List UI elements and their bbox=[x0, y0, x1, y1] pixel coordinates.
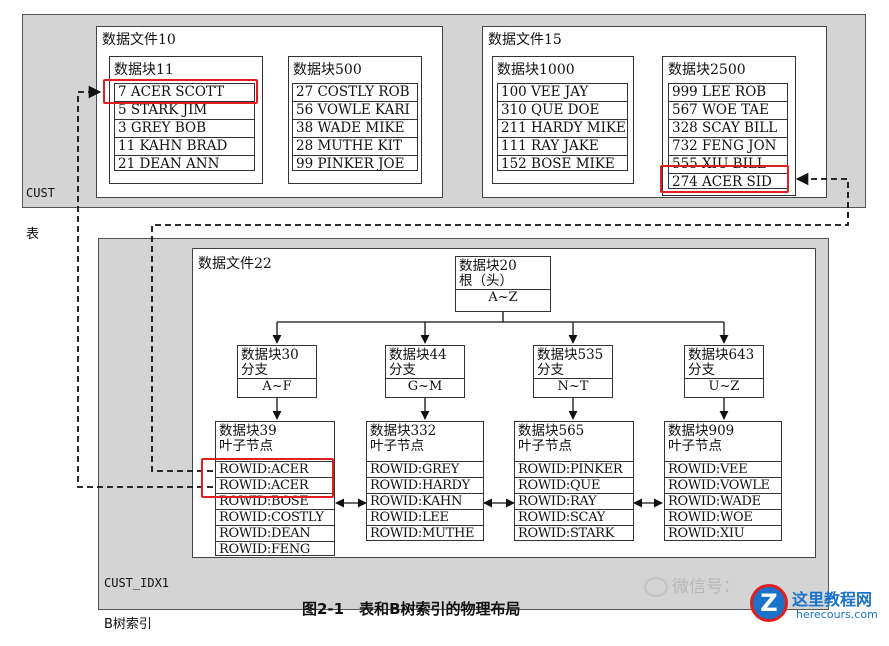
branch-node: 数据块535 分支 N~T bbox=[533, 345, 613, 398]
cust-table-label: CUST 表 bbox=[26, 186, 55, 242]
table-row: 211 HARDY MIKE bbox=[498, 120, 627, 138]
root-node-title: 数据块20 bbox=[459, 258, 517, 274]
table-row: 11 KAHN BRAD bbox=[115, 138, 254, 156]
table-row: 3 GREY BOB bbox=[115, 120, 254, 138]
data-block-2500-title: 数据块2500 bbox=[668, 62, 746, 78]
table-row: 152 BOSE MIKE bbox=[501, 156, 615, 172]
leaf-node: 数据块909 叶子节点 ROWID:VEE ROWID:VOWLE ROWID:… bbox=[664, 421, 782, 541]
list-item: ROWID:DEAN bbox=[216, 526, 334, 542]
root-node-range: A~Z bbox=[456, 289, 550, 306]
highlight-acer-rowids bbox=[201, 458, 334, 498]
logo-url: herecours.com bbox=[796, 608, 878, 621]
list-item: ROWID:RAY bbox=[515, 494, 633, 510]
list-item: ROWID:ACER bbox=[216, 462, 334, 478]
root-node-subtitle: 根（头） bbox=[459, 273, 513, 289]
branch-node: 数据块30 分支 A~F bbox=[237, 345, 317, 398]
highlight-acer-scott bbox=[103, 79, 258, 104]
site-logo: Z 这里教程网 herecours.com bbox=[748, 582, 888, 628]
list-item: ROWID:VEE bbox=[665, 462, 781, 478]
root-node: 数据块20 根（头） A~Z bbox=[455, 256, 551, 312]
table-row: 27 COSTLY ROB bbox=[293, 84, 417, 102]
leaf-node: 数据块39 叶子节点 ROWID:ACER ROWID:ACER ROWID:B… bbox=[215, 421, 335, 557]
data-block-500-rows: 27 COSTLY ROB 56 VOWLE KARI 38 WADE MIKE… bbox=[292, 83, 418, 172]
wechat-icon bbox=[644, 577, 668, 597]
table-row: 21 DEAN ANN bbox=[118, 156, 220, 172]
logo-z-icon: Z bbox=[750, 584, 788, 622]
list-item: ROWID:HARDY bbox=[367, 478, 483, 494]
list-item: ROWID:VOWLE bbox=[665, 478, 781, 494]
list-item: ROWID:SCAY bbox=[515, 510, 633, 526]
data-file-15-title: 数据文件15 bbox=[488, 32, 562, 48]
data-block-500 bbox=[288, 56, 422, 184]
data-block-500-title: 数据块500 bbox=[293, 62, 362, 78]
list-item: ROWID:ACER bbox=[216, 478, 334, 494]
table-row: 555 XIU BILL bbox=[669, 156, 787, 174]
tree-connectors bbox=[77, 85, 849, 508]
table-row: 111 RAY JAKE bbox=[498, 138, 627, 156]
table-row: 567 WOE TAE bbox=[669, 102, 787, 120]
table-row: 28 MUTHE KIT bbox=[293, 138, 417, 156]
data-block-1000-rows: 100 VEE JAY 310 QUE DOE 211 HARDY MIKE 1… bbox=[497, 83, 628, 172]
list-item: ROWID:WADE bbox=[665, 494, 781, 510]
leaf-node: 数据块565 叶子节点 ROWID:PINKER ROWID:QUE ROWID… bbox=[514, 421, 634, 541]
cust-index-label: CUST_IDX1 B树索引 bbox=[104, 576, 170, 632]
figure-caption: 图2-1 表和B树索引的物理布局 bbox=[302, 600, 521, 618]
data-block-2500-rows: 999 LEE ROB 567 WOE TAE 328 SCAY BILL 73… bbox=[668, 83, 788, 190]
list-item: ROWID:WOE bbox=[665, 510, 781, 526]
list-item: ROWID:GREY bbox=[367, 462, 483, 478]
data-block-11 bbox=[109, 56, 263, 184]
table-row: 99 PINKER JOE bbox=[296, 156, 405, 172]
list-item: ROWID:COSTLY bbox=[216, 510, 334, 526]
list-item: ROWID:MUTHE bbox=[370, 526, 475, 541]
list-item: ROWID:LEE bbox=[367, 510, 483, 526]
list-item: ROWID:PINKER bbox=[515, 462, 633, 478]
table-row: 7 ACER SCOTT bbox=[115, 84, 254, 102]
highlight-acer-sid bbox=[660, 165, 789, 193]
list-item: ROWID:QUE bbox=[515, 478, 633, 494]
data-block-1000 bbox=[492, 56, 634, 184]
table-row: 999 LEE ROB bbox=[669, 84, 787, 102]
list-item: ROWID:XIU bbox=[668, 526, 745, 541]
table-row: 38 WADE MIKE bbox=[293, 120, 417, 138]
table-row: 5 STARK JIM bbox=[115, 102, 254, 120]
list-item: ROWID:KAHN bbox=[367, 494, 483, 510]
leaf-node: 数据块332 叶子节点 ROWID:GREY ROWID:HARDY ROWID… bbox=[366, 421, 484, 541]
list-item: ROWID:STARK bbox=[518, 526, 615, 541]
branch-node: 数据块643 分支 U~Z bbox=[684, 345, 764, 398]
list-item: ROWID:FENG bbox=[219, 542, 311, 557]
data-file-22-title: 数据文件22 bbox=[198, 256, 272, 272]
table-row: 732 FENG JON bbox=[669, 138, 787, 156]
table-row: 274 ACER SID bbox=[672, 174, 772, 190]
branch-node: 数据块44 分支 G~M bbox=[385, 345, 465, 398]
data-block-11-title: 数据块11 bbox=[114, 62, 174, 78]
data-block-2500 bbox=[662, 56, 796, 196]
data-block-11-rows: 7 ACER SCOTT 5 STARK JIM 3 GREY BOB 11 K… bbox=[114, 83, 255, 172]
data-file-10-title: 数据文件10 bbox=[102, 32, 176, 48]
table-row: 100 VEE JAY bbox=[498, 84, 627, 102]
table-row: 310 QUE DOE bbox=[498, 102, 627, 120]
logo-title: 这里教程网 bbox=[792, 590, 873, 609]
data-block-1000-title: 数据块1000 bbox=[497, 62, 575, 78]
watermark: 微信号： bbox=[644, 572, 740, 597]
table-row: 56 VOWLE KARI bbox=[293, 102, 417, 120]
table-row: 328 SCAY BILL bbox=[669, 120, 787, 138]
